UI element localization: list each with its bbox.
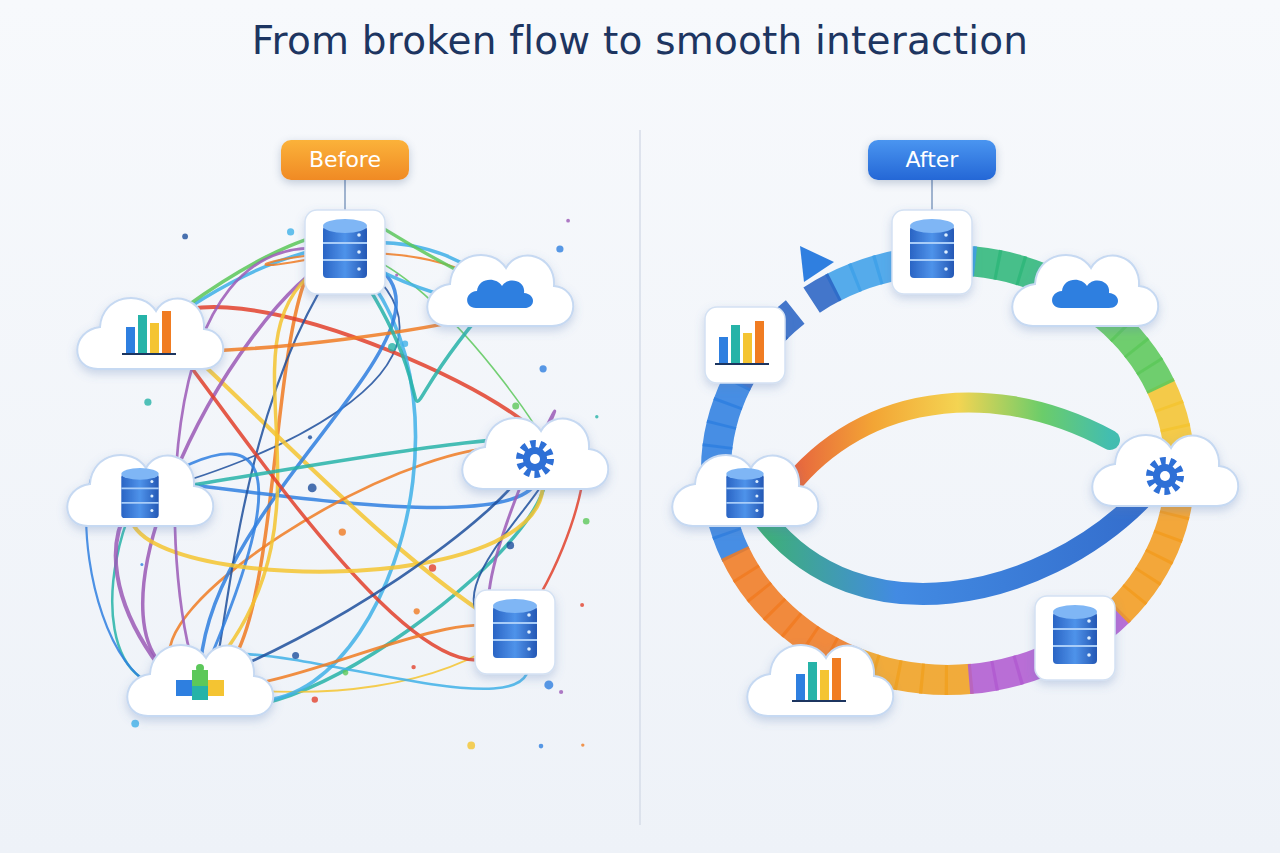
- pill-label: After: [906, 140, 959, 180]
- diagram-title: From broken flow to smooth interaction: [0, 18, 1280, 63]
- before-icons: [67, 210, 608, 716]
- pill-stem: [931, 180, 933, 212]
- state-pill: Before: [281, 140, 409, 180]
- divider: [639, 130, 641, 825]
- state-pill: After: [868, 140, 996, 180]
- pill-label: Before: [309, 140, 381, 180]
- after-icons: [672, 210, 1238, 716]
- pill-stem: [344, 180, 346, 212]
